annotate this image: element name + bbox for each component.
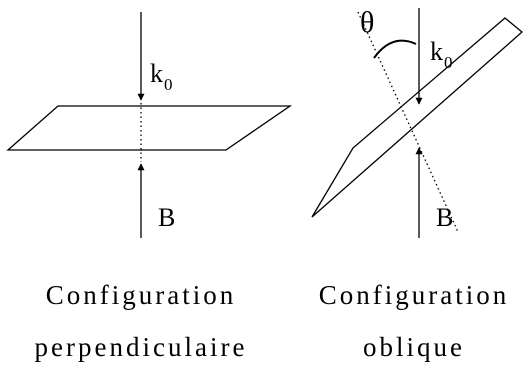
theta-label: θ xyxy=(360,6,374,39)
panel-oblique: θ k0 B Configuration oblique xyxy=(311,6,524,362)
theta-angle-arc xyxy=(373,39,417,59)
caption-perpendicular-line1: Configuration xyxy=(46,280,236,310)
k0-label: k0 xyxy=(430,37,453,72)
plane-normal-dotted xyxy=(357,11,459,233)
b-label: B xyxy=(436,203,453,232)
caption-perpendicular-line2: perpendiculaire xyxy=(35,332,248,362)
caption-oblique-line2: oblique xyxy=(363,332,465,362)
sample-plane-tilted xyxy=(311,17,524,218)
sample-plane-horizontal xyxy=(6,105,293,151)
panel-perpendicular: k0 B Configuration perpendiculaire xyxy=(6,12,293,362)
caption-oblique-line1: Configuration xyxy=(319,280,509,310)
b-label: B xyxy=(158,203,175,232)
k0-label: k0 xyxy=(150,59,173,94)
